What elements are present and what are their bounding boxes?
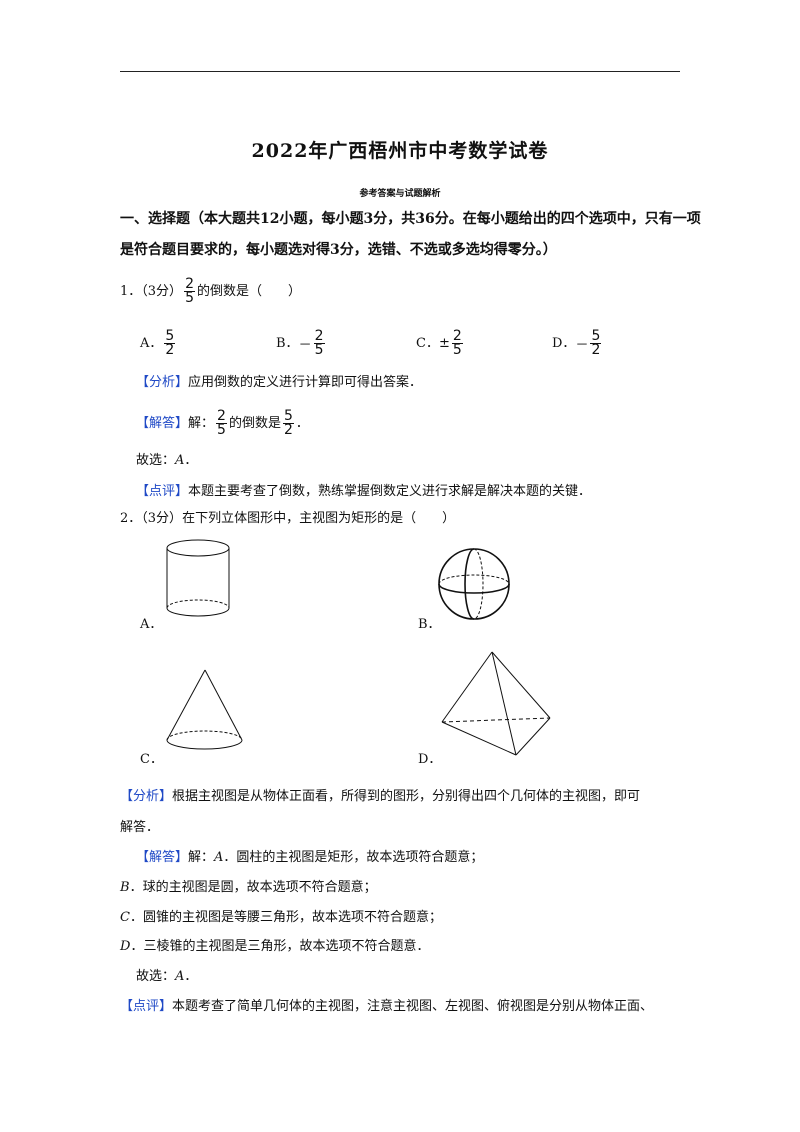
q2-stem: 2．（3分）在下列立体图形中，主视图为矩形的是（ ） xyxy=(120,511,456,526)
section-heading-line2: 是符合题目要求的，每小题选对得3分，选错、不选或多选均得零分。） xyxy=(120,242,557,258)
q2-label-b: B． xyxy=(418,617,441,632)
q2-label-c: C． xyxy=(140,752,163,767)
cone-figure xyxy=(166,669,243,750)
header-rule xyxy=(120,71,680,72)
analysis-tag: 【分析】 xyxy=(120,789,173,804)
q1-analysis: 【分析】应用倒数的定义进行计算即可得出答案． xyxy=(136,375,423,390)
q1-score: （3分） xyxy=(141,284,183,299)
q2-analysis-line2: 解答． xyxy=(120,820,160,835)
q2-choice: 故选：A． xyxy=(136,969,198,984)
q2-label-d: D． xyxy=(418,752,442,767)
q2-answer-b: B．球的主视图是圆，故本选项不符合题意； xyxy=(120,880,377,895)
q2-analysis-line1: 【分析】根据主视图是从物体正面看，所得到的图形，分别得出四个几何体的主视图，即可 xyxy=(120,789,641,804)
cylinder-figure xyxy=(166,539,230,617)
answer-tag: 【解答】 xyxy=(136,416,189,431)
sphere-figure xyxy=(438,548,510,620)
q2-answer-a: 【解答】解：A．圆柱的主视图是矩形，故本选项符合题意； xyxy=(136,850,484,865)
page-subtitle: 参考答案与试题解析 xyxy=(359,189,441,199)
q2-answer-c: C．圆锥的主视图是等腰三角形，故本选项不符合题意； xyxy=(120,910,442,925)
q1-stem-text: 的倒数是（ ） xyxy=(196,284,301,299)
q1-choice: 故选：A． xyxy=(136,453,198,468)
analysis-tag: 【分析】 xyxy=(136,375,189,390)
q2-label-a: A． xyxy=(140,617,163,632)
answer-tag: 【解答】 xyxy=(136,850,189,865)
q2-comment: 【点评】本题考查了简单几何体的主视图，注意主视图、左视图、俯视图是分别从物体正面… xyxy=(120,999,654,1014)
comment-tag: 【点评】 xyxy=(120,999,173,1014)
q2-answer-d: D．三棱锥的主视图是三角形，故本选项不符合题意． xyxy=(120,939,430,954)
pyramid-figure xyxy=(441,651,551,756)
comment-tag: 【点评】 xyxy=(136,484,189,499)
section-heading-line1: 一、选择题（本大题共12小题，每小题3分，共36分。在每小题给出的四个选项中，只… xyxy=(120,211,701,227)
q1-comment: 【点评】本题主要考查了倒数，熟练掌握倒数定义进行求解是解决本题的关键． xyxy=(136,484,592,499)
page-title: 2022年广西梧州市中考数学试卷 xyxy=(251,140,549,162)
q1-number: 1． xyxy=(120,284,142,299)
